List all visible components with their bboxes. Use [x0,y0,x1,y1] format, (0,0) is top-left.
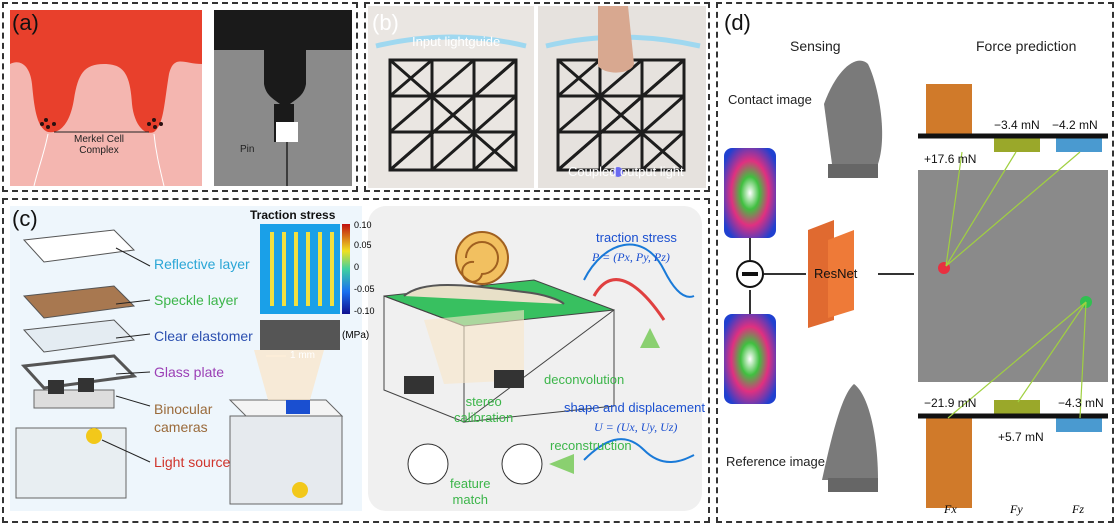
pin-label: Pin [240,144,255,155]
panel-c: (c) Reflective layer Speckle layer Clear… [2,198,710,523]
scale-bar-label: 1 mm [290,350,315,361]
panel-b-label: (b) [372,10,399,35]
top-value-fz: −4.2 mN [1052,118,1098,132]
reference-image-label: Reference image [726,454,825,469]
layer-elastomer: Clear elastomer [154,328,253,344]
bottom-value-fy: +5.7 mN [998,430,1044,444]
panel-a-label: (a) [12,10,39,35]
stereo-calibration-label: stereo calibration [454,394,514,425]
force-prediction-title: Force prediction [976,38,1077,54]
colorbar-tick-0: 0.10 [354,220,372,230]
merkel-cell-label: Merkel Cell Complex [74,134,125,156]
axis-fy: Fy [1010,502,1023,516]
resnet-label: ResNet [814,266,858,281]
panel-a-illustration [10,10,352,187]
axis-fz: Fz [1072,502,1084,516]
layer-light-source: Light source [154,454,231,470]
shape-displacement-label: shape and displacement [564,400,705,415]
bottom-value-fx: −21.9 mN [924,396,977,410]
shape-equation: U = (Ux, Uy, Uz) [594,420,678,434]
reconstruction-label: reconstruction [550,438,632,453]
deconvolution-label: deconvolution [544,372,625,387]
layer-reflective: Reflective layer [154,256,250,272]
colorbar-tick-3: -0.05 [354,284,375,294]
layer-speckle: Speckle layer [154,292,239,308]
colorbar-tick-2: 0 [354,262,360,272]
colorbar-tick-1: 0.05 [354,240,372,250]
bottom-value-fz: −4.3 mN [1058,396,1104,410]
input-lightguide-label: Input lightguide [412,34,501,49]
panel-d: (d) Sensing Force prediction Contact ima… [716,2,1114,523]
sensing-title: Sensing [790,38,841,54]
panel-d-label: (d) [724,10,751,35]
traction-equation: P = (Px, Py, Pz) [592,250,670,264]
axis-fx: Fx [944,502,957,516]
panel-d-illustration [724,60,1108,508]
colorbar-tick-4: -0.10 [354,306,375,316]
feature-match-label: feature match [450,476,491,507]
top-value-fx: +17.6 mN [924,152,977,166]
panel-b-photos [368,6,706,188]
top-value-fy: −3.4 mN [994,118,1040,132]
unit-label: (MPa) [342,330,370,341]
traction-stress-label: traction stress [596,230,677,245]
panel-c-label: (c) [12,206,38,231]
panel-b: (b) Input lightguide Coupled output ligh… [364,2,710,192]
panel-c-illustration [10,206,702,511]
layer-glass: Glass plate [154,364,225,380]
layer-cameras: Binocular cameras [154,401,213,435]
coupled-output-label: Coupled output light [568,164,684,179]
contact-image-label: Contact image [728,92,812,107]
traction-stress-title: Traction stress [250,208,336,222]
panel-a: (a) Merkel Cell Complex Pin [2,2,358,192]
